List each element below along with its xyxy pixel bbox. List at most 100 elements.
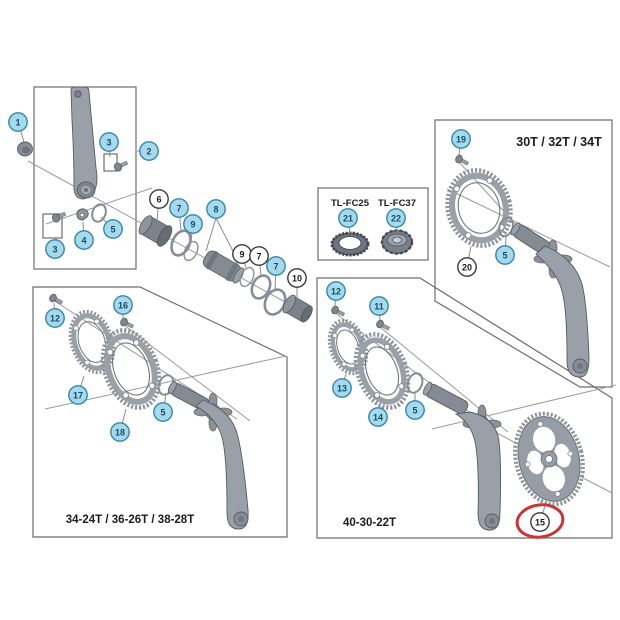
callout-circle <box>266 256 286 276</box>
callout-number: 20 <box>462 262 472 272</box>
chainring-bolt-11 <box>376 319 390 331</box>
callout-number: 15 <box>535 517 545 527</box>
callout-3: 3 <box>45 236 65 259</box>
callout-number: 5 <box>502 250 507 260</box>
callout-circle <box>369 296 389 316</box>
callout-circle <box>495 245 515 265</box>
o-ring-part-5-bottom-right <box>406 372 424 394</box>
label-tool-right: TL-FC37 <box>378 198 416 209</box>
callout-leader-line <box>205 217 217 252</box>
pedal-hole-top-right <box>577 363 583 369</box>
callout-9: 9 <box>232 244 252 269</box>
o-ring-part-5a <box>91 203 107 223</box>
callout-8: 8 <box>205 199 237 258</box>
callout-number: 3 <box>106 137 111 147</box>
callout-9: 9 <box>183 214 203 242</box>
chainring-bolt-19 <box>455 154 469 166</box>
callout-5: 5 <box>100 216 123 239</box>
chainring-bolt-12-left <box>49 293 63 305</box>
callout-6: 6 <box>149 189 169 222</box>
callout-circle <box>139 141 159 161</box>
chainring-20 <box>445 168 513 248</box>
right-crank-arm-top-right <box>535 245 590 378</box>
group-30-32-34: 30T / 32T / 34T <box>445 135 602 378</box>
label-top-right-teeth: 30T / 32T / 34T <box>516 135 602 149</box>
spindle-bottom-right <box>422 381 469 415</box>
callout-number: 13 <box>337 383 347 393</box>
callout-circle <box>153 402 173 422</box>
callout-circle <box>326 281 346 301</box>
red-highlight-layer <box>515 503 565 539</box>
spacer-ring-part-9a <box>183 240 199 262</box>
pedal-hole-bottom-right <box>489 518 495 524</box>
callout-circle <box>405 400 425 420</box>
callout-15: 15 <box>530 505 550 532</box>
callout-2: 2 <box>137 141 159 161</box>
callout-leader-line <box>215 217 237 258</box>
callout-5: 5 <box>405 392 425 420</box>
crank-boss-center <box>84 188 88 192</box>
callout-circle <box>149 189 169 209</box>
callout-11: 11 <box>369 296 389 321</box>
callout-circle <box>68 385 88 405</box>
callout-circle <box>74 230 94 250</box>
callout-circle <box>206 199 226 219</box>
detail-frame-bolt-3a <box>103 153 118 172</box>
callout-21: 21 <box>338 208 358 235</box>
callout-16: 16 <box>113 295 133 319</box>
callout-number: 7 <box>176 203 181 213</box>
chainring-15 <box>513 411 585 507</box>
callout-number: 4 <box>81 235 86 245</box>
label-bottom-left-teeth: 34-24T / 36-26T / 38-28T <box>66 514 194 526</box>
callout-1: 1 <box>8 112 28 143</box>
callout-number: 16 <box>118 300 128 310</box>
pedal-hole <box>74 90 82 98</box>
label-bottom-right-teeth: 40-30-22T <box>343 517 396 529</box>
callout-5: 5 <box>153 393 173 422</box>
box-tools <box>317 187 429 261</box>
callout-circle <box>338 208 358 228</box>
tools-group: TL-FC25 TL-FC37 <box>330 198 416 257</box>
callout-number: 1 <box>15 117 20 127</box>
chainring-18 <box>100 328 162 410</box>
callout-circle <box>45 239 65 259</box>
left-crank-assembly <box>17 86 129 239</box>
callout-12: 12 <box>45 302 65 328</box>
right-crank-arm-bottom-left <box>195 399 249 530</box>
bb-tube-spacer-8 <box>202 250 245 284</box>
callout-number: 11 <box>374 301 384 311</box>
callout-circle <box>169 198 189 218</box>
callout-circle <box>45 308 65 328</box>
callout-13: 13 <box>332 373 352 398</box>
callout-7: 7 <box>266 256 286 292</box>
callout-number: 18 <box>115 427 125 437</box>
callout-22: 22 <box>386 208 406 233</box>
callout-number: 19 <box>456 134 466 144</box>
callout-12: 12 <box>326 281 346 307</box>
callout-number: 14 <box>373 412 383 422</box>
callout-17: 17 <box>68 375 88 405</box>
group-40-30-22: 40-30-22T <box>327 305 585 531</box>
callout-number: 8 <box>213 204 218 214</box>
callout-number: 7 <box>256 251 261 261</box>
bottom-bracket-parts <box>138 215 313 323</box>
box-chainrings-34-36-38 <box>32 286 288 538</box>
callout-18: 18 <box>110 408 130 442</box>
callout-20: 20 <box>457 245 477 277</box>
callout-circle <box>113 295 133 315</box>
crank-bolt-part-3a <box>113 160 129 172</box>
callout-circle <box>99 132 119 152</box>
callout-circle <box>249 246 269 266</box>
bb-cup-left-6 <box>138 215 173 247</box>
callout-circle <box>183 214 203 234</box>
o-ring-part-7b <box>250 274 272 300</box>
tool-tl-fc25 <box>330 231 370 257</box>
callout-number: 5 <box>412 405 417 415</box>
red-highlight-ellipse <box>515 503 565 539</box>
callout-circle <box>530 512 550 532</box>
callout-3: 3 <box>99 132 119 158</box>
callout-number: 10 <box>292 273 302 283</box>
callout-number: 5 <box>110 224 115 234</box>
callout-circle <box>332 378 352 398</box>
callout-number: 5 <box>160 407 165 417</box>
